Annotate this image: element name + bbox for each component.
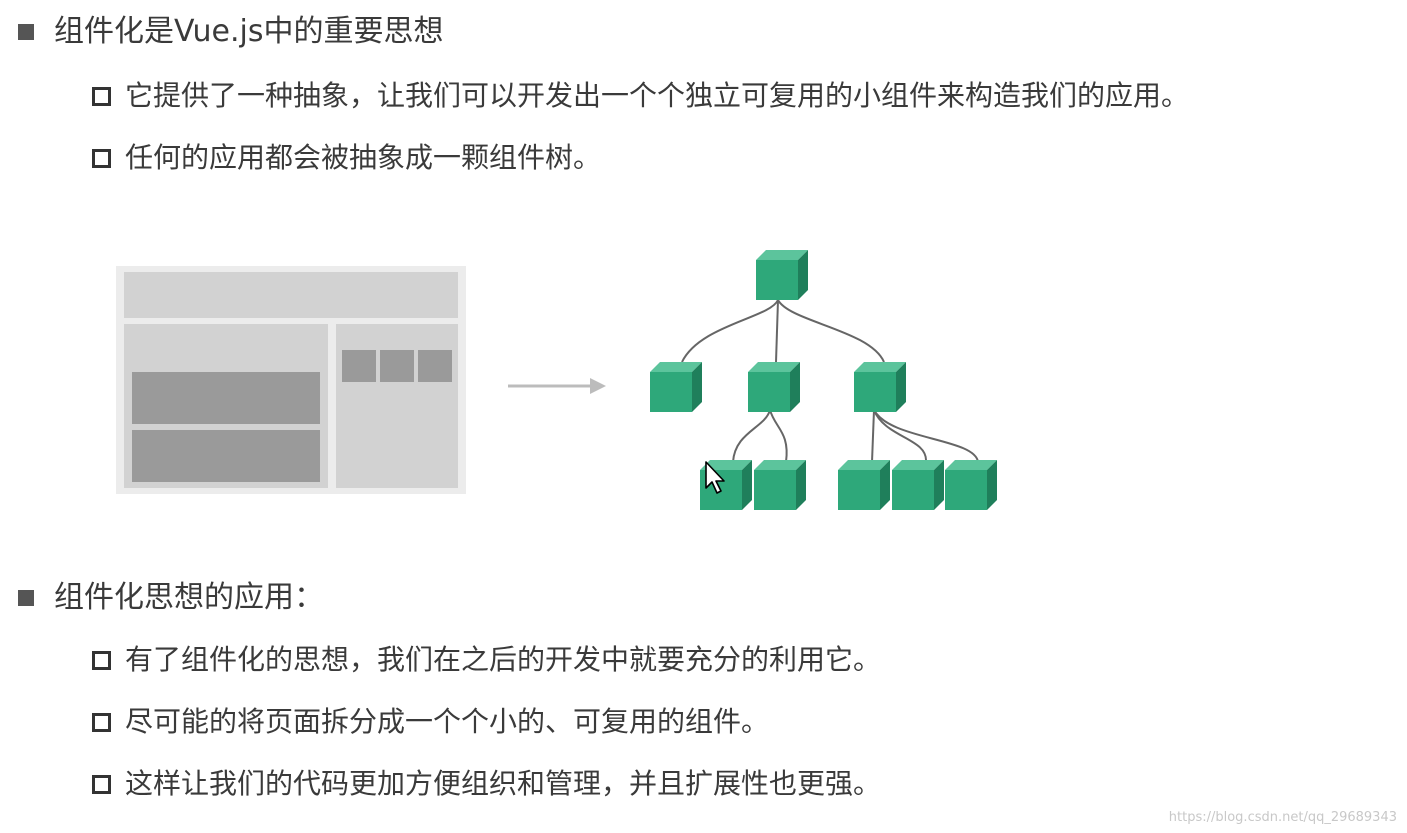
section-1-item-1: 它提供了一种抽象，让我们可以开发出一个个独立可复用的小组件来构造我们的应用。 <box>125 79 1190 112</box>
filled-square-bullet-icon <box>18 590 34 606</box>
section-2-heading: 组件化思想的应用： <box>54 580 324 615</box>
right-arrow-icon <box>508 378 606 394</box>
section-2-item-1: 有了组件化的思想，我们在之后的开发中就要充分的利用它。 <box>125 643 882 676</box>
tree-connectors <box>681 299 979 463</box>
cube-level2-2 <box>748 362 800 412</box>
hollow-square-bullet-icon <box>92 774 111 794</box>
section-2-item-3: 这样让我们的代码更加方便组织和管理，并且扩展性也更强。 <box>125 767 882 800</box>
cube-level3-4 <box>892 460 944 510</box>
section-1-item-2: 任何的应用都会被抽象成一颗组件树。 <box>125 141 602 174</box>
section-1-heading-row: 组件化是Vue.js中的重要思想 <box>14 12 443 52</box>
section-2-item-2-row: 尽可能的将页面拆分成一个个小的、可复用的组件。 <box>92 702 769 742</box>
tree-cubes <box>650 250 997 510</box>
cube-root <box>756 250 808 300</box>
hollow-square-bullet-icon <box>92 148 111 168</box>
section-1-item-2-row: 任何的应用都会被抽象成一颗组件树。 <box>92 138 601 178</box>
hollow-square-bullet-icon <box>92 650 111 670</box>
section-2-heading-row: 组件化思想的应用： <box>14 578 324 618</box>
cube-level3-2 <box>754 460 806 510</box>
page-wireframe <box>116 266 466 494</box>
section-2-item-3-row: 这样让我们的代码更加方便组织和管理，并且扩展性也更强。 <box>92 764 881 804</box>
hollow-square-bullet-icon <box>92 712 111 732</box>
cube-level3-5 <box>945 460 997 510</box>
section-1-item-1-row: 它提供了一种抽象，让我们可以开发出一个个独立可复用的小组件来构造我们的应用。 <box>92 76 1189 116</box>
section-2-item-2: 尽可能的将页面拆分成一个个小的、可复用的组件。 <box>125 705 770 738</box>
cube-level3-3 <box>838 460 890 510</box>
section-2-item-1-row: 有了组件化的思想，我们在之后的开发中就要充分的利用它。 <box>92 640 881 680</box>
watermark-url: https://blog.csdn.net/qq_29689343 <box>1168 810 1397 825</box>
cube-level2-1 <box>650 362 702 412</box>
hollow-square-bullet-icon <box>92 86 111 106</box>
mouse-cursor-icon <box>705 461 725 494</box>
filled-square-bullet-icon <box>18 24 34 40</box>
cube-level2-3 <box>854 362 906 412</box>
section-1-heading: 组件化是Vue.js中的重要思想 <box>54 14 444 49</box>
